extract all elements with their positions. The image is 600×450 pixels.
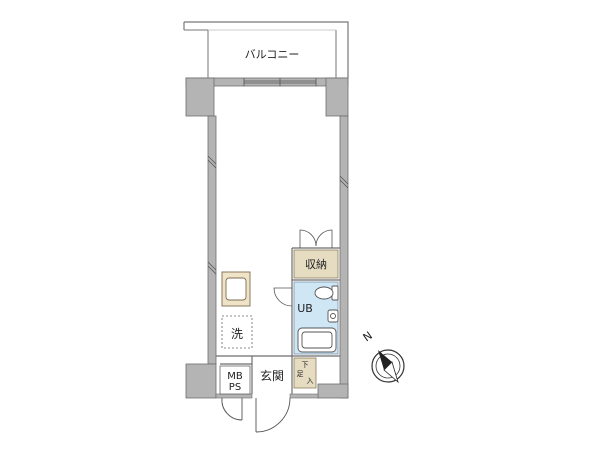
- exterior-walls: [185, 77, 349, 399]
- shoe-box-line3: 入: [307, 377, 314, 385]
- bathtub-icon: [297, 327, 337, 353]
- bath-door: [273, 287, 293, 307]
- shoe-box-line1: 下: [302, 361, 309, 369]
- entrance-door: [255, 397, 291, 433]
- balcony-label: バルコニー: [245, 48, 300, 61]
- balcony: [183, 21, 349, 78]
- bath-label: UB: [297, 302, 313, 315]
- meter-label-line2: PS: [229, 382, 241, 393]
- washer-space: [221, 315, 253, 349]
- compass-label: N: [361, 329, 375, 344]
- windows: [207, 78, 349, 275]
- meter-door: [221, 397, 243, 421]
- meter-label-line1: MB: [227, 371, 243, 382]
- washer-label: 洗: [231, 327, 243, 341]
- storage-label: 収納: [305, 258, 327, 271]
- toilet-icon: [314, 285, 339, 301]
- compass-icon: [371, 349, 405, 384]
- shoe-box: [293, 357, 317, 389]
- sink-icon: [327, 309, 339, 323]
- meter-box: [219, 365, 251, 395]
- kitchen-sink-icon: [221, 271, 251, 307]
- entrance-label: 玄関: [260, 368, 284, 383]
- storage-closet: [293, 249, 339, 279]
- shoe-box-line2: 足: [297, 370, 304, 378]
- storage-doors: [299, 229, 333, 248]
